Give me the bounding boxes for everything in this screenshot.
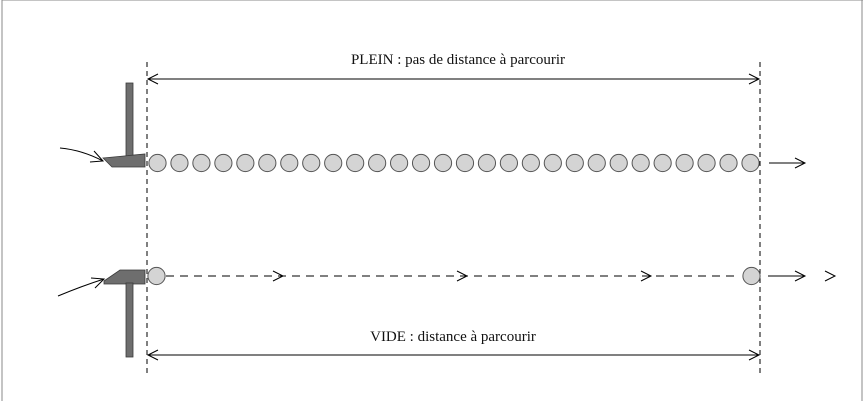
arrow-right-icon	[768, 270, 807, 282]
ball	[697, 153, 716, 173]
ball	[433, 153, 453, 173]
ball	[258, 153, 277, 173]
ball	[742, 266, 761, 286]
hammer-raised-icon	[103, 269, 146, 358]
ball	[455, 153, 475, 173]
ball	[324, 153, 343, 173]
travel-arrow	[640, 270, 653, 282]
ball	[389, 153, 409, 173]
ball	[236, 153, 255, 173]
ball	[148, 153, 167, 173]
label-full: PLEIN : pas de distance à parcourir	[351, 52, 565, 68]
dimension-arrow-full	[146, 73, 761, 85]
ball	[477, 153, 497, 173]
ball	[587, 153, 606, 173]
ball	[565, 153, 584, 173]
ball	[411, 153, 431, 173]
ball-row-empty	[147, 266, 761, 286]
ball	[368, 153, 387, 173]
ball	[499, 153, 519, 173]
ball	[346, 153, 365, 173]
ball	[631, 153, 650, 173]
ball	[609, 153, 628, 173]
travel-arrows	[272, 270, 837, 282]
ball	[719, 153, 738, 173]
ball	[653, 153, 672, 173]
label-empty: VIDE : distance à parcourir	[370, 329, 536, 345]
incoming-arrow-empty	[57, 277, 106, 297]
ball	[302, 153, 321, 173]
ball	[543, 153, 562, 173]
ball	[675, 153, 694, 173]
ball	[741, 153, 760, 173]
incoming-arrow-full	[59, 147, 105, 163]
ball	[214, 153, 233, 173]
arrow-right-icon	[769, 157, 807, 169]
ball	[147, 266, 166, 286]
ball	[170, 153, 189, 173]
ball	[521, 153, 540, 173]
travel-arrow	[272, 270, 285, 282]
ball	[192, 153, 211, 173]
travel-arrow	[456, 270, 469, 282]
ball-row-full	[148, 153, 760, 173]
ball	[280, 153, 299, 173]
travel-arrow	[824, 270, 837, 282]
dimension-arrow-empty	[146, 349, 761, 361]
hammer-lowered-icon	[102, 82, 146, 168]
